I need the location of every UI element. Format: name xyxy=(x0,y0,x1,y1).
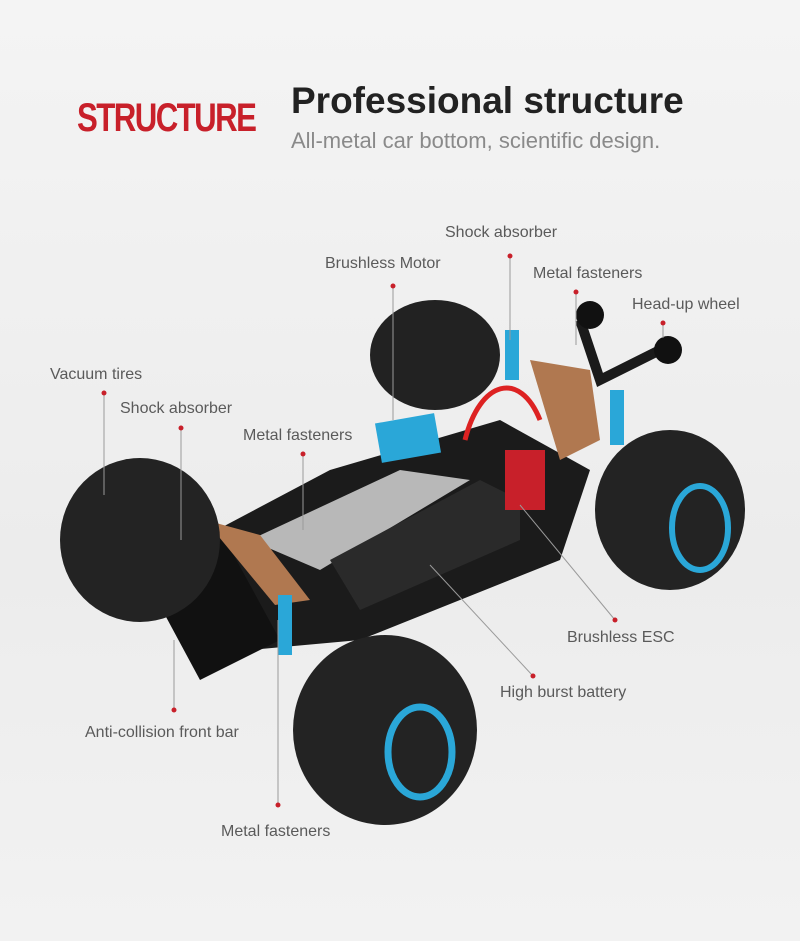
callout-dots xyxy=(101,253,666,808)
callout-head-up-wheel: Head-up wheel xyxy=(632,296,740,313)
callout-metal-fasteners-front: Metal fasteners xyxy=(221,823,331,840)
page-subtitle: All-metal car bottom, scientific design. xyxy=(291,128,661,153)
callout-brushless-esc: Brushless ESC xyxy=(567,629,675,646)
wheels xyxy=(60,300,745,825)
callout-metal-fasteners-middle: Metal fasteners xyxy=(243,427,353,444)
callout-shock-absorber-front: Shock absorber xyxy=(120,400,233,417)
leader-lines xyxy=(103,256,664,805)
callout-brushless-motor: Brushless Motor xyxy=(325,255,441,272)
page-title: Professional structure xyxy=(291,80,684,121)
callout-anti-collision-front-bar: Anti-collision front bar xyxy=(85,724,239,741)
callout-high-burst-battery: High burst battery xyxy=(500,684,627,701)
structure-badge: STRUCTURE xyxy=(77,96,257,140)
callout-shock-absorber-rear: Shock absorber xyxy=(445,224,558,241)
callout-metal-fasteners-rear: Metal fasteners xyxy=(533,265,643,282)
callout-vacuum-tires: Vacuum tires xyxy=(50,366,143,383)
